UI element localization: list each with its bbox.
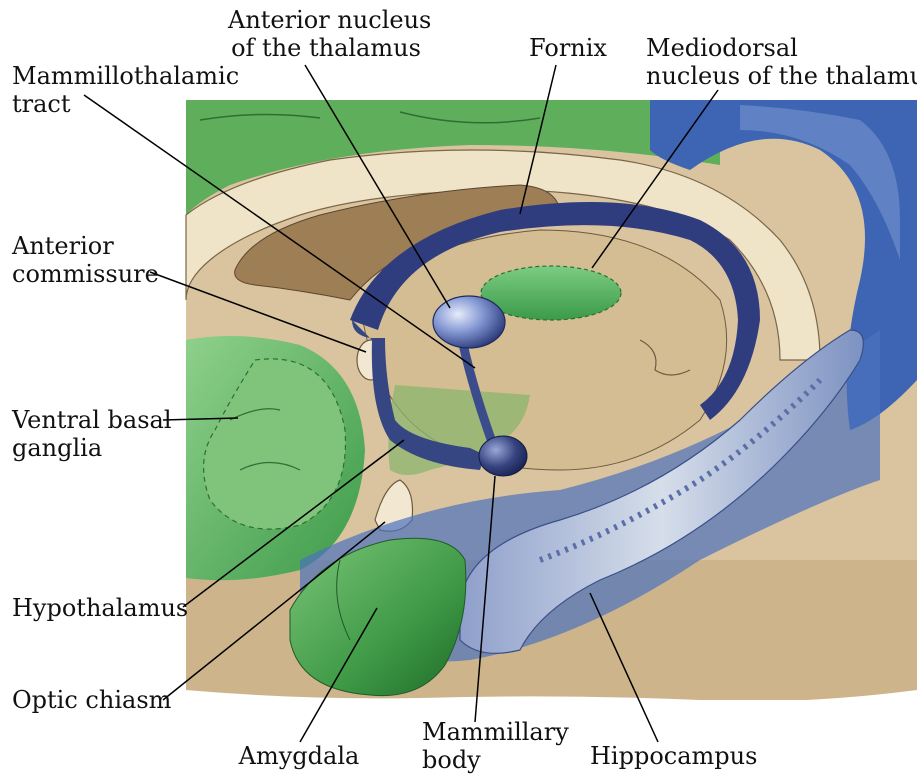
label-ventral-basal-ganglia-line1: Ventral basal — [12, 406, 172, 434]
label-hippocampus: Hippocampus — [590, 742, 740, 770]
label-mediodorsal-line2: nucleus of the thalamus — [646, 62, 914, 90]
label-mediodorsal-line1: Mediodorsal — [646, 34, 914, 62]
label-mammillothalamic-line2: tract — [12, 90, 232, 118]
label-mammillothalamic: Mammillothalamic tract — [12, 62, 232, 118]
label-fornix: Fornix — [520, 34, 616, 62]
label-optic-chiasm-text: Optic chiasm — [12, 686, 172, 714]
label-anterior-nucleus: Anterior nucleus of the thalamus — [228, 6, 424, 62]
label-anterior-commissure-line2: commissure — [12, 260, 162, 288]
label-hypothalamus-text: Hypothalamus — [12, 594, 192, 622]
label-amygdala-text: Amygdala — [232, 742, 366, 770]
mammillary-body-shape — [479, 436, 527, 476]
label-mammillary-body-line2: body — [422, 746, 562, 774]
label-anterior-nucleus-line2: of the thalamus — [228, 34, 424, 62]
label-hypothalamus: Hypothalamus — [12, 594, 192, 622]
label-ventral-basal-ganglia-line2: ganglia — [12, 434, 172, 462]
anterior-nucleus-shape — [433, 296, 505, 348]
label-ventral-basal-ganglia: Ventral basal ganglia — [12, 406, 172, 462]
label-anterior-nucleus-line1: Anterior nucleus — [228, 6, 424, 34]
label-optic-chiasm: Optic chiasm — [12, 686, 172, 714]
label-mammillary-body-line1: Mammillary — [422, 718, 562, 746]
label-mammillary-body: Mammillary body — [422, 718, 562, 774]
label-amygdala: Amygdala — [232, 742, 366, 770]
label-mediodorsal: Mediodorsal nucleus of the thalamus — [646, 34, 914, 90]
label-mammillothalamic-line1: Mammillothalamic — [12, 62, 232, 90]
label-fornix-text: Fornix — [520, 34, 616, 62]
label-anterior-commissure-line1: Anterior — [12, 232, 162, 260]
label-hippocampus-text: Hippocampus — [590, 742, 740, 770]
label-anterior-commissure: Anterior commissure — [12, 232, 162, 288]
